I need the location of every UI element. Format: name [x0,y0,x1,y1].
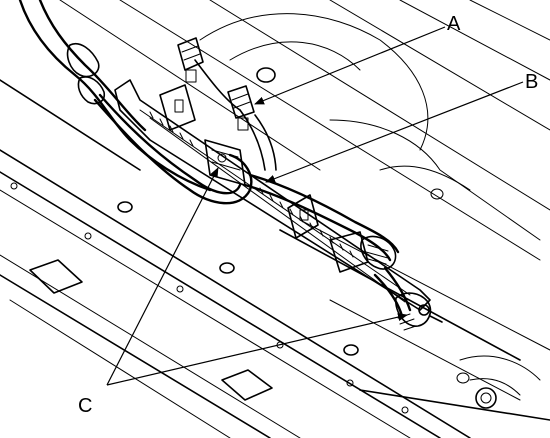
callout-b-label: B [525,71,538,93]
connector-a [227,85,255,131]
harness-bracket [114,79,431,311]
connector-b-block [204,139,246,186]
callout-a-label: A [447,13,461,35]
callout-leaders [106,26,524,386]
upper-connector [177,37,204,83]
floor-bolt [475,387,497,409]
callout-c-label: C [78,395,92,417]
wire-harness [18,0,412,318]
